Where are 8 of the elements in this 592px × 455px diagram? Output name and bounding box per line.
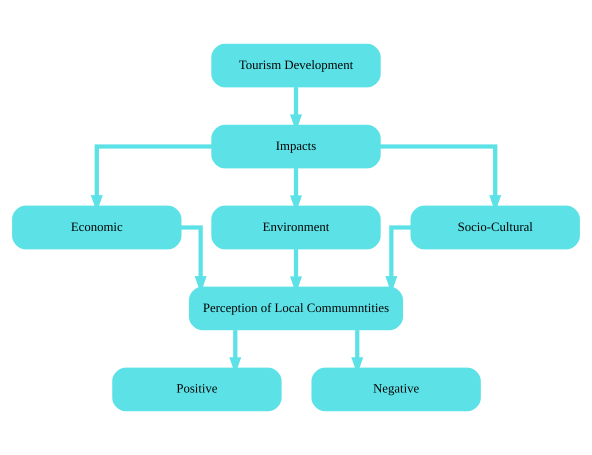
- node-box: Impacts: [211, 124, 381, 168]
- node-box: Perception of Local Commumntities: [188, 286, 404, 330]
- node-box: Economic: [12, 206, 182, 250]
- node-box: Environment: [211, 206, 381, 250]
- node-box: Socio-Cultural: [410, 206, 580, 250]
- node-box: Positive: [112, 368, 282, 412]
- node-box: Tourism Development: [211, 44, 381, 88]
- node-box: Negative: [311, 368, 481, 412]
